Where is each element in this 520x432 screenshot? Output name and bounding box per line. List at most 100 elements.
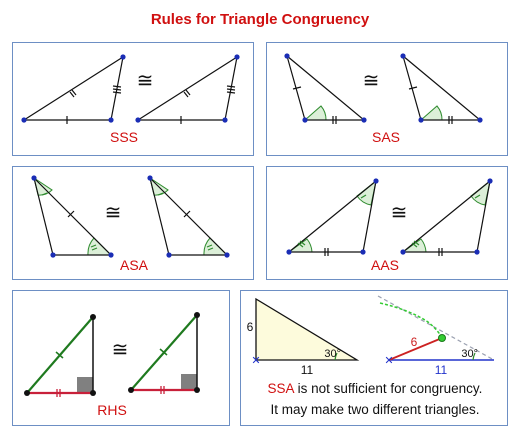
- vertex-dot: [477, 117, 483, 123]
- vertex-dot: [361, 117, 367, 123]
- rhs-triangle-2: [128, 312, 200, 394]
- vertex-dot: [302, 117, 308, 123]
- congruent-symbol: ≅: [137, 70, 154, 92]
- rhs-triangle-1: [24, 314, 96, 397]
- angle-arc: [356, 179, 377, 206]
- vertex-dot: [474, 249, 480, 255]
- right-angle-marker: [77, 377, 93, 393]
- tick-mark: [69, 91, 75, 98]
- angle-arc: [334, 352, 338, 361]
- vertex-dot: [286, 249, 292, 255]
- angle-tick: [360, 194, 367, 199]
- rhs-diagram: ≅ RHS: [24, 312, 200, 418]
- angle-tick: [207, 247, 214, 251]
- angle-tick: [90, 244, 97, 248]
- tick-mark: [55, 351, 64, 359]
- compass-arc: [379, 302, 443, 339]
- page-title: Rules for Triangle Congruency: [150, 11, 370, 28]
- rule-label-sas: SAS: [372, 129, 400, 145]
- angle-tick: [157, 192, 164, 196]
- rule-label-aas: AAS: [371, 257, 399, 273]
- angle-tick: [474, 194, 481, 199]
- vertex-dot: [128, 387, 134, 393]
- ssa-keyword: SSA: [268, 381, 295, 396]
- vertex-dot: [487, 178, 493, 184]
- angle-arc: [472, 352, 476, 361]
- vertex-cross: ✕: [384, 355, 393, 367]
- vertex-dot: [194, 387, 200, 393]
- vertex-dot: [90, 390, 96, 396]
- sas-triangle-2: [400, 53, 483, 124]
- aas-triangle-1: [286, 178, 379, 256]
- aas-diagram: ≅ AAS: [286, 178, 493, 273]
- asa-triangle-2: [147, 175, 230, 258]
- asa-triangle-1: [31, 175, 114, 258]
- angle-label: 30°: [324, 348, 341, 360]
- congruent-symbol: ≅: [112, 339, 129, 361]
- dashed-ray: [377, 295, 495, 361]
- congruent-symbol: ≅: [105, 202, 122, 224]
- tick-mark: [226, 88, 236, 91]
- side-label: 6: [247, 320, 254, 334]
- tick-mark: [183, 210, 191, 218]
- panel-rhs: [12, 290, 230, 426]
- ssa-diagram: 6 11 30° ✕ 6 11 30° ✕ SSA is not suffici…: [247, 295, 495, 417]
- angle-arc: [470, 179, 491, 206]
- rule-label-asa: ASA: [120, 257, 149, 273]
- angle-tick: [411, 242, 418, 248]
- angle-tick: [206, 244, 213, 248]
- tick-mark: [112, 88, 122, 91]
- tick-mark: [292, 86, 302, 90]
- right-angle-marker: [181, 374, 197, 390]
- tick-mark: [159, 348, 168, 356]
- vertex-dot: [284, 53, 290, 59]
- angle-tick: [413, 240, 420, 246]
- sss-triangle-2: [135, 54, 240, 124]
- vertex-dot: [21, 117, 27, 123]
- vertex-dot: [224, 252, 230, 258]
- vertex-dot: [24, 390, 30, 396]
- panel-sss: [12, 42, 254, 156]
- vertex-dot: [360, 249, 366, 255]
- sas-triangle-1: [284, 53, 367, 124]
- tick-mark: [408, 86, 418, 90]
- vertex-dot: [400, 249, 406, 255]
- aas-triangle-2: [400, 178, 493, 256]
- vertex-dot: [90, 314, 96, 320]
- vertex-dot: [135, 117, 141, 123]
- angle-label: 30°: [461, 348, 478, 360]
- vertex-dot: [108, 252, 114, 258]
- vertex-cross: ✕: [251, 355, 260, 367]
- tick-mark: [67, 210, 75, 218]
- vertex-dot: [166, 252, 172, 258]
- vertex-dot: [194, 312, 200, 318]
- tick-mark: [112, 85, 122, 88]
- ssa-caption-line1: SSA is not sufficient for congruency.: [268, 381, 483, 396]
- panel-sas: [266, 42, 508, 156]
- intersection-point: [438, 334, 446, 342]
- tick-mark: [112, 91, 122, 94]
- angle-tick: [41, 192, 48, 196]
- vertex-dot: [373, 178, 379, 184]
- base-label: 11: [301, 363, 314, 377]
- ssa-triangle-filled: 6 11 30° ✕: [247, 297, 360, 377]
- vertex-dot: [31, 175, 37, 181]
- vertex-dot: [418, 117, 424, 123]
- rule-label-rhs: RHS: [97, 402, 127, 418]
- angle-tick: [297, 242, 304, 248]
- sss-diagram: ≅ SSS: [21, 54, 240, 145]
- vertex-dot: [120, 54, 126, 60]
- vertex-dot: [400, 53, 406, 59]
- ssa-caption-rest: is not sufficient for congruency.: [294, 381, 483, 396]
- tick-mark: [185, 89, 191, 96]
- vertex-dot: [234, 54, 240, 60]
- asa-diagram: ≅ ASA: [31, 175, 230, 273]
- tick-mark: [183, 91, 189, 98]
- tick-mark: [226, 91, 236, 94]
- vertex-dot: [222, 117, 228, 123]
- base-label: 11: [435, 363, 448, 377]
- sss-triangle-1: [21, 54, 126, 124]
- vertex-dot: [147, 175, 153, 181]
- ssa-caption-line2: It may make two different triangles.: [270, 402, 479, 417]
- angle-arc: [419, 105, 443, 121]
